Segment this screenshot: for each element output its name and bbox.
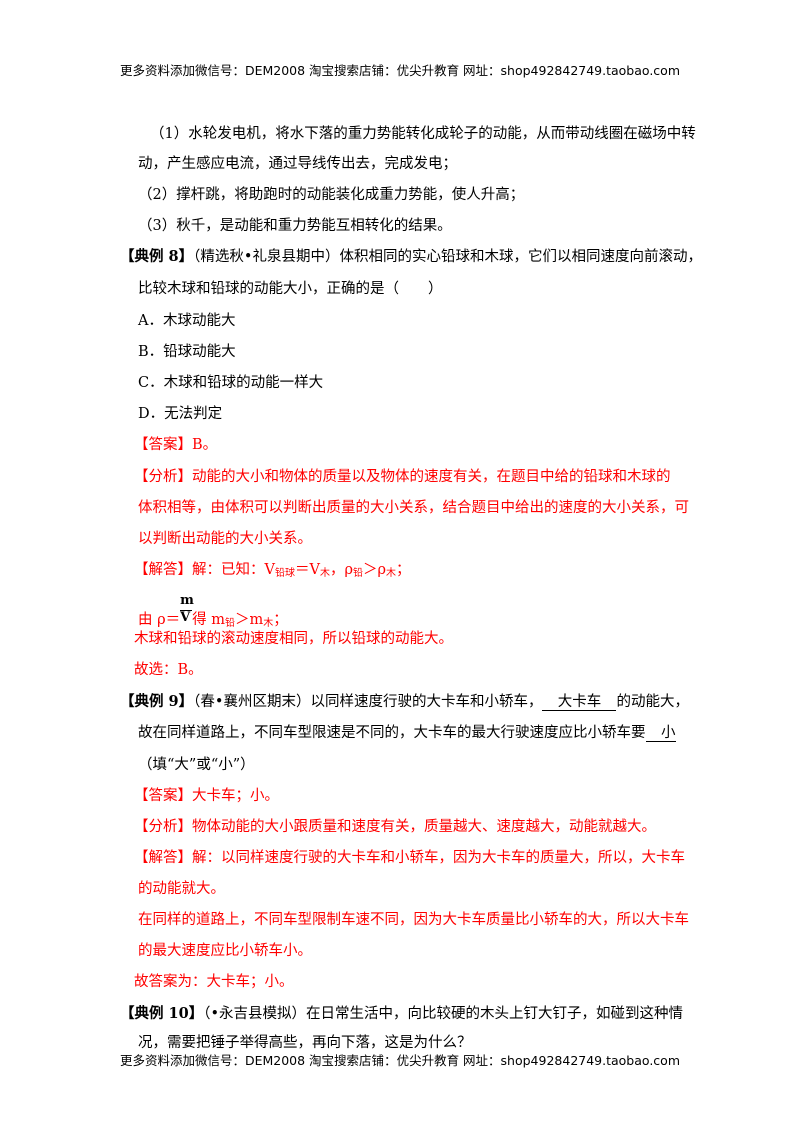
solution-text: ＝V — [294, 562, 320, 578]
example-10-question-line-1: 【典例 10】（•永吉县模拟）在日常生活中，向比较硬的木头上钉大钉子，如碰到这种… — [120, 1005, 683, 1023]
solution-text: ； — [273, 612, 288, 628]
question-text: （春•襄州区期末）以同样速度行驶的大卡车和小轿车， — [193, 694, 543, 710]
question-text: 的动能大， — [616, 694, 689, 710]
example-8-answer: 【答案】B。 — [134, 436, 217, 454]
question-text: （•永吉县模拟）在日常生活中，向比较硬的木头上钉大钉子，如碰到这种情 — [203, 1006, 684, 1022]
example-10-tag: 【典例 10】 — [120, 1005, 204, 1022]
example-8-analysis-line-3: 以判断出动能的大小关系。 — [138, 531, 312, 547]
example-8-option-d: D．无法判定 — [138, 406, 223, 422]
fraction-bar — [180, 610, 193, 611]
example-8-analysis-line-1: 【分析】动能的大小和物体的质量以及物体的速度有关，在题目中给的铅球和木球的 — [134, 468, 671, 486]
fraction-denominator: V — [180, 610, 191, 625]
intro-line-1: （1）水轮发电机，将水下落的重力势能转化成轮子的动能，从而带动线圈在磁场中转 — [150, 126, 696, 142]
subscript: 木 — [319, 568, 330, 579]
example-9-solution-line-4: 的最大速度应比小轿车小。 — [138, 943, 312, 959]
solution-text: 解：已知：V — [192, 562, 275, 578]
analysis-text: 动能的大小和物体的质量以及物体的速度有关，在题目中给的铅球和木球的 — [192, 469, 671, 485]
example-9-question-line-1: 【典例 9】（春•襄州区期末）以同样速度行驶的大卡车和小轿车，大卡车的动能大， — [120, 693, 689, 711]
solution-text: ； — [396, 562, 411, 578]
example-8-option-b: B．铅球动能大 — [138, 344, 236, 360]
subscript: 木 — [386, 568, 397, 579]
example-8-solution-line-3: 木球和铅球的滚动速度相同，所以铅球的动能大。 — [134, 631, 453, 647]
question-text: 故在同样道路上，不同车型限速是不同的，大卡车的最大行驶速度应比小轿车要 — [138, 725, 646, 741]
answer-blank-2: 小 — [645, 725, 676, 742]
example-9-solution-line-1: 【解答】解：以同样速度行驶的大卡车和小轿车，因为大卡车的质量大，所以，大卡车 — [134, 849, 685, 867]
example-9-solution-line-3: 在同样的道路上，不同车型限制车速不同，因为大卡车质量比小轿车的大，所以大卡车 — [138, 912, 689, 928]
solution-text: ＞m — [235, 612, 264, 628]
example-9-solution-line-2: 的动能就大。 — [138, 881, 225, 897]
solution-text: 解：以同样速度行驶的大卡车和小轿车，因为大卡车的质量大，所以，大卡车 — [192, 850, 685, 866]
solution-text: ＞ρ — [363, 562, 387, 578]
subscript: 铅球 — [274, 568, 295, 579]
example-8-option-a: A．木球动能大 — [138, 313, 236, 329]
intro-line-2: 动，产生感应电流，通过导线传出去，完成发电； — [138, 156, 457, 172]
example-8-question-line-1: 【典例 8】（精选秋•礼泉县期中）体积相同的实心铅球和木球，它们以相同速度向前滚… — [120, 248, 702, 266]
solution-text: ，ρ — [329, 562, 353, 578]
example-9-analysis: 【分析】物体动能的大小跟质量和速度有关，质量越大、速度越大，动能就越大。 — [134, 818, 656, 836]
solution-tag: 【解答】 — [134, 850, 192, 866]
example-9-question-line-3: （填“大”或“小”） — [138, 757, 255, 773]
answer-tag: 【答案】 — [134, 788, 192, 804]
analysis-text: 物体动能的大小跟质量和速度有关，质量越大、速度越大，动能就越大。 — [192, 819, 656, 835]
page-footer: 更多资料添加微信号：DEM2008 淘宝搜索店铺：优尖升教育 网址：shop49… — [119, 1053, 681, 1068]
example-9-tag: 【典例 9】 — [120, 693, 194, 710]
example-8-question-text: （精选秋•礼泉县期中）体积相同的实心铅球和木球，它们以相同速度向前滚动， — [193, 249, 702, 265]
example-9-question-line-2: 故在同样道路上，不同车型限速是不同的，大卡车的最大行驶速度应比小轿车要小 — [138, 724, 676, 742]
answer-text: B。 — [192, 437, 218, 453]
subscript: 木 — [263, 618, 274, 629]
example-8-solution-line-4: 故选：B。 — [134, 662, 203, 678]
example-8-analysis-line-2: 体积相等，由体积可以判断出质量的大小关系，结合题目中给出的速度的大小关系，可 — [138, 500, 689, 516]
example-8-solution-line-1: 【解答】解：已知：V铅球＝V木，ρ铅＞ρ木； — [134, 561, 411, 583]
example-8-question-line-2: 比较木球和铅球的动能大小，正确的是（ ） — [138, 281, 443, 297]
intro-line-4: （3）秋千，是动能和重力势能互相转化的结果。 — [138, 218, 452, 234]
solution-text: 得 m — [192, 612, 225, 628]
example-9-solution-line-5: 故答案为：大卡车；小。 — [134, 974, 294, 990]
solution-tag: 【解答】 — [134, 562, 192, 578]
page-header: 更多资料添加微信号：DEM2008 淘宝搜索店铺：优尖升教育 网址：shop49… — [119, 63, 681, 78]
answer-tag: 【答案】 — [134, 437, 192, 453]
example-8-tag: 【典例 8】 — [120, 248, 194, 265]
example-9-answer: 【答案】大卡车；小。 — [134, 787, 279, 805]
solution-text: 由 ρ＝ — [138, 612, 181, 628]
intro-line-3: （2）撑杆跳，将助跑时的动能装化成重力势能，使人升高； — [138, 187, 525, 203]
fraction-numerator: m — [180, 593, 194, 608]
answer-text: 大卡车；小。 — [192, 788, 279, 804]
analysis-tag: 【分析】 — [134, 819, 192, 835]
example-8-option-c: C．木球和铅球的动能一样大 — [138, 375, 324, 391]
answer-blank-1: 大卡车 — [542, 694, 617, 711]
example-10-question-line-2: 况，需要把锤子举得高些，再向下落，这是为什么？ — [138, 1035, 472, 1051]
analysis-tag: 【分析】 — [134, 469, 192, 485]
subscript: 铅 — [353, 568, 363, 579]
subscript: 铅 — [225, 618, 235, 629]
